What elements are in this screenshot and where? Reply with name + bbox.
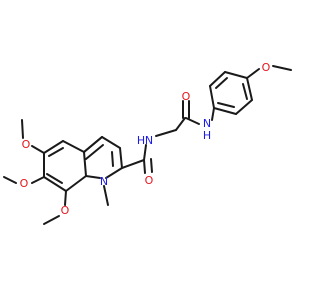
bond — [101, 136, 121, 149]
bond — [111, 151, 114, 167]
bond — [43, 140, 64, 154]
oxygen-label: O — [262, 61, 271, 74]
oxygen-label: O — [20, 177, 29, 190]
bond — [85, 175, 101, 179]
bond — [65, 175, 87, 192]
bond — [121, 159, 145, 169]
atom-labels: O O O O O O N N H N H — [20, 61, 271, 217]
oxygen-label: O — [182, 90, 191, 103]
bond — [62, 140, 85, 153]
bond — [119, 147, 123, 169]
hydrogen-label: H — [203, 129, 211, 142]
bond — [175, 117, 186, 131]
bond — [48, 147, 64, 157]
bond — [64, 190, 67, 206]
bond — [211, 107, 215, 121]
bond — [246, 68, 260, 79]
nitrogen-label: N — [203, 117, 211, 130]
bond — [246, 77, 253, 101]
molecule-structure: O O O O O O N N H N H — [3, 61, 292, 225]
bond — [235, 99, 253, 115]
nitrogen-label: N — [145, 134, 153, 147]
bond — [21, 119, 24, 139]
bond — [155, 129, 177, 137]
bond — [185, 117, 200, 125]
oxygen-label: O — [61, 204, 70, 217]
bond — [224, 71, 248, 79]
bond — [272, 65, 292, 71]
oxygen-label: O — [22, 138, 31, 151]
bond — [143, 159, 146, 174]
bond — [85, 144, 104, 160]
bond — [46, 173, 63, 184]
bond — [103, 185, 109, 206]
bonds — [3, 65, 292, 225]
nitrogen-label: N — [100, 175, 108, 188]
bond — [209, 85, 215, 109]
oxygen-label: O — [145, 174, 154, 187]
hydrogen-label: H — [137, 134, 145, 147]
bond — [242, 83, 248, 100]
bond — [213, 107, 237, 115]
bond — [215, 77, 228, 89]
bond — [83, 151, 87, 177]
bond — [105, 167, 123, 179]
bond — [43, 176, 67, 192]
bond — [31, 176, 45, 184]
bond — [83, 136, 103, 153]
bond — [209, 71, 226, 87]
bond — [3, 176, 17, 184]
bond — [31, 145, 45, 154]
bond — [143, 144, 147, 161]
bond — [150, 158, 153, 173]
bond — [217, 102, 235, 108]
bond — [43, 215, 60, 225]
